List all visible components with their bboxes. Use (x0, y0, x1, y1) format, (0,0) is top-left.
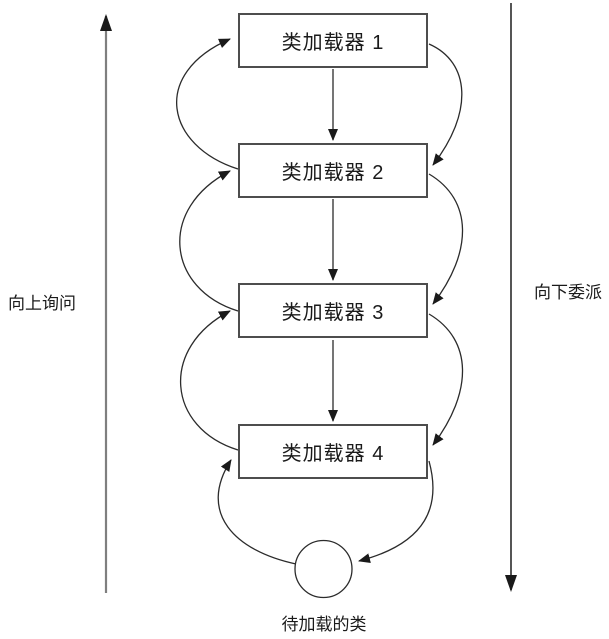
delegate-downward-label: 向下委派 (534, 283, 602, 302)
curve-delegate-2-to-3 (428, 173, 464, 305)
curve-ask-4-to-3 (180, 310, 239, 451)
curve-delegate-4-to-target (358, 460, 434, 564)
box-classloader-4-label: 类加载器 4 (281, 443, 385, 465)
curve-ask-3-to-2 (179, 170, 239, 312)
ask-upward-label: 向上询问 (8, 294, 76, 313)
curve-ask-2-to-1 (176, 38, 239, 170)
box-classloader-1: 类加载器 1 (238, 13, 428, 68)
target-class-label: 待加载的类 (281, 615, 367, 634)
box-classloader-3: 类加载器 3 (238, 283, 428, 338)
box-classloader-1-label: 类加载器 1 (281, 32, 385, 54)
box-classloader-4: 类加载器 4 (238, 424, 428, 479)
curve-delegate-1-to-2 (428, 43, 463, 166)
box-classloader-3-label: 类加载器 3 (281, 302, 385, 324)
box-classloader-2-label: 类加载器 2 (281, 162, 385, 184)
curve-ask-target-to-4 (217, 459, 297, 565)
curve-delegate-3-to-4 (428, 313, 464, 446)
target-class-node (294, 539, 353, 599)
box-classloader-2: 类加载器 2 (238, 143, 428, 198)
